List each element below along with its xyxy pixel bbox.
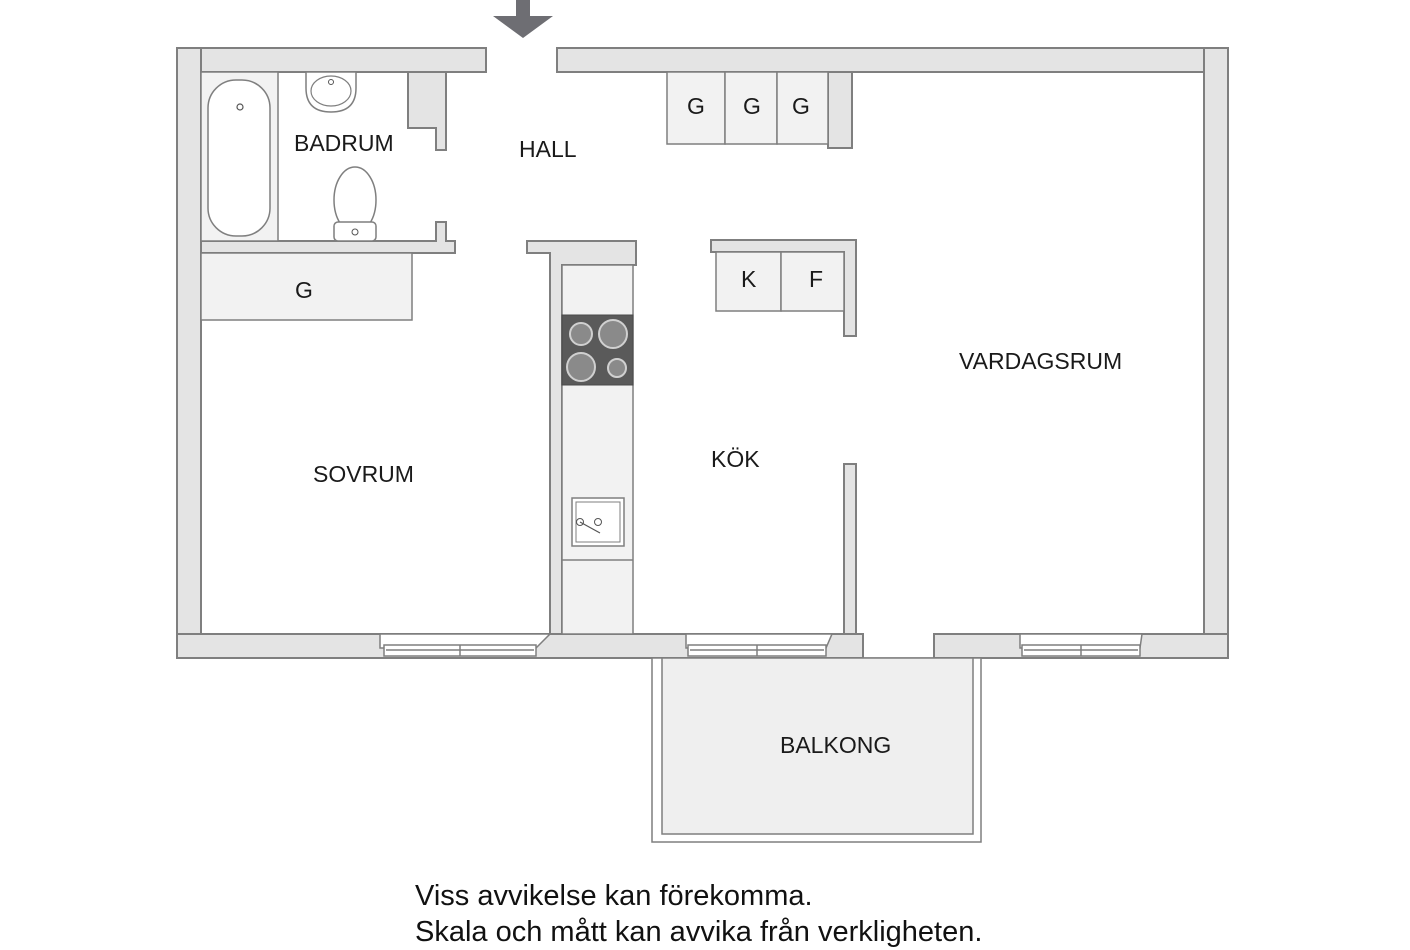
freezer-label: F — [809, 266, 823, 292]
closet-label: G — [687, 93, 705, 119]
balcony — [651, 657, 982, 843]
closet-label: G — [743, 93, 761, 119]
room-label-badrum: BADRUM — [294, 130, 394, 156]
window-vardagsrum — [1019, 633, 1143, 657]
fridge-freezer — [715, 251, 845, 312]
room-label-vardagsrum: VARDAGSRUM — [959, 348, 1122, 374]
fridge-label: K — [741, 266, 757, 292]
disclaimer: Viss avvikelse kan förekomma. Skala och … — [415, 878, 982, 950]
disclaimer-line: Skala och mått kan avvika från verklighe… — [415, 916, 983, 948]
toilet — [333, 166, 377, 242]
kitchen-sink — [571, 497, 625, 547]
room-label-sovrum: SOVRUM — [313, 461, 414, 487]
stove — [561, 314, 634, 386]
closet-label: G — [792, 93, 810, 119]
entrance-arrow-icon — [493, 0, 553, 38]
window-kok — [685, 633, 834, 657]
interior-walls — [200, 71, 857, 635]
closet-label: G — [295, 277, 313, 303]
room-label-kok: KÖK — [711, 446, 760, 472]
bathroom-sink — [305, 71, 357, 113]
bathtub — [200, 71, 279, 242]
room-label-hall: HALL — [519, 136, 577, 162]
bedroom-closet — [200, 252, 413, 321]
windows — [379, 633, 1143, 657]
window-sovrum — [379, 633, 552, 657]
disclaimer-line: Viss avvikelse kan förekomma. — [415, 880, 813, 912]
room-label-balkong: BALKONG — [780, 732, 891, 758]
hall-closets — [666, 71, 829, 145]
